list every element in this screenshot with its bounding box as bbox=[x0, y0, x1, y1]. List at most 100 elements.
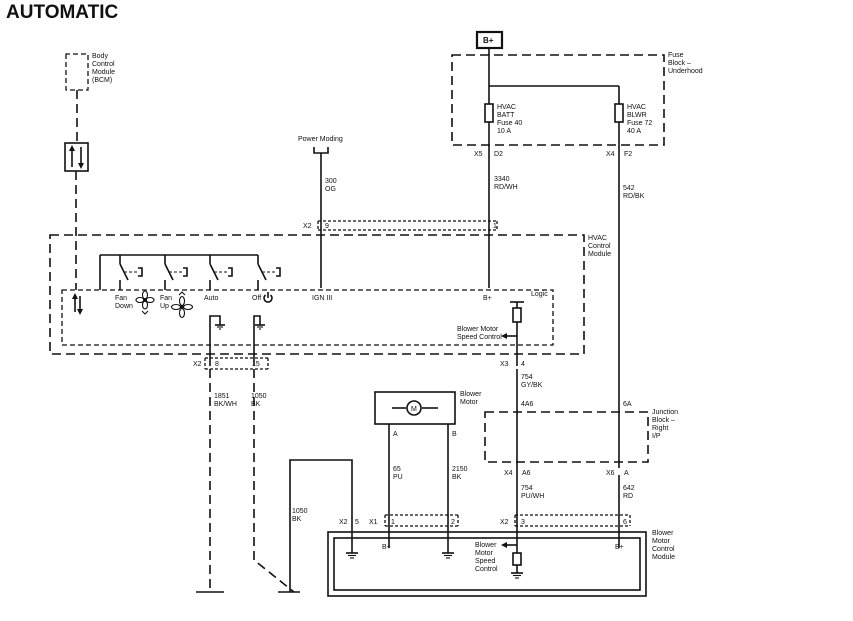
wire-2150-color: BK bbox=[452, 474, 462, 481]
wire-1050a bbox=[253, 369, 295, 593]
switch-auto bbox=[209, 263, 233, 290]
fan-up-label-1: Fan bbox=[160, 295, 172, 302]
wire-754b-num: 754 bbox=[521, 485, 533, 492]
wire-1050b-num: 1050 bbox=[292, 508, 308, 515]
x2-pin-3: 3 bbox=[521, 519, 525, 526]
jb-label-1: Junction bbox=[652, 409, 678, 416]
fan-up-label-2: Up bbox=[160, 303, 169, 310]
fuse40-label-1: HVAC bbox=[497, 104, 516, 111]
fuse-72 bbox=[614, 103, 624, 123]
pin-15: 15 bbox=[252, 361, 260, 368]
ground-symbol-2 bbox=[253, 315, 265, 330]
x1-pin-1: 1 bbox=[391, 519, 395, 526]
wire-1050b bbox=[289, 459, 353, 592]
conn-x2-top: X2 bbox=[303, 223, 312, 230]
pin-4: 4 bbox=[521, 361, 525, 368]
conn-x2-bmcm-left: X2 bbox=[339, 519, 348, 526]
pin-9: 9 bbox=[325, 223, 329, 230]
wire-65-color: PU bbox=[393, 474, 403, 481]
fuse-block-underhood: Fuse Block – Underhood HVAC BATT Fuse 40… bbox=[451, 52, 703, 146]
hvac-label-3: Module bbox=[588, 251, 611, 258]
wire-754a-color: GY/BK bbox=[521, 382, 543, 389]
fuse40-label-2: BATT bbox=[497, 112, 515, 119]
pin-8: 8 bbox=[215, 361, 219, 368]
wire-300-color: OG bbox=[325, 186, 336, 193]
fuse40-label-4: 10 A bbox=[497, 128, 511, 135]
switch-fan-down bbox=[119, 263, 143, 290]
bmcm-label-1: Blower bbox=[652, 530, 674, 537]
fan-down-label-1: Fan bbox=[115, 295, 127, 302]
wire-300-num: 300 bbox=[325, 178, 337, 185]
junction-block-right-ip: Junction Block – Right I/P bbox=[484, 409, 678, 463]
pin-f2: F2 bbox=[624, 151, 632, 158]
fuse72-label-1: HVAC bbox=[627, 104, 646, 111]
fuse72-label-3: Fuse 72 bbox=[627, 120, 652, 127]
fuse-block-label-2: Block – bbox=[668, 60, 691, 67]
conn-x6: X6 bbox=[606, 470, 615, 477]
switch-off bbox=[257, 263, 281, 290]
hvac-speed-control-circuit: Blower Motor Speed Control bbox=[457, 301, 524, 366]
conn-x4-fuse: X4 bbox=[606, 151, 615, 158]
jb-label-4: I/P bbox=[652, 433, 661, 440]
fan-up-icon bbox=[170, 291, 194, 319]
wire-1050b-color: BK bbox=[292, 516, 302, 523]
power-moding: Power Moding 300 OG bbox=[298, 136, 343, 288]
blower-motor-label-2: Motor bbox=[460, 399, 479, 406]
wire-2150-num: 2150 bbox=[452, 466, 468, 473]
ign-label: IGN III bbox=[312, 295, 332, 302]
b-plus-source: B+ bbox=[475, 30, 504, 66]
bmsc-bmcm-label-1: Blower bbox=[475, 542, 497, 549]
jb-pin-4a6: 4A6 bbox=[521, 401, 534, 408]
wire-542-num: 542 bbox=[623, 185, 635, 192]
bmcm-ground-2 bbox=[442, 548, 454, 559]
serial-data-arrows-icon bbox=[64, 142, 89, 172]
switch-fan-up bbox=[164, 263, 188, 290]
pin-d2: D2 bbox=[494, 151, 503, 158]
bmsc-bmcm-label-4: Control bbox=[475, 566, 498, 573]
jb-pin-6a: 6A bbox=[623, 401, 632, 408]
wire-65-num: 65 bbox=[393, 466, 401, 473]
motor-pin-a: A bbox=[393, 431, 398, 438]
fuse-block-label-3: Underhood bbox=[668, 68, 703, 75]
bcm-label-4: (BCM) bbox=[92, 77, 112, 84]
fuse-block-label-1: Fuse bbox=[668, 52, 684, 59]
bcm-label-3: Module bbox=[92, 69, 115, 76]
b-plus-source-label: B+ bbox=[483, 36, 494, 45]
bmcm-b-plus-right: B+ bbox=[615, 544, 624, 551]
wire-1851-num: 1851 bbox=[214, 393, 230, 400]
bmsc-hvac-label-2: Speed Control bbox=[457, 334, 502, 341]
bmcm-b-plus-left: B+ bbox=[382, 544, 391, 551]
pin-a: A bbox=[624, 470, 629, 477]
wire-754b-color: PU/WH bbox=[521, 493, 544, 500]
hvac-label-1: HVAC bbox=[588, 235, 607, 242]
power-moding-label: Power Moding bbox=[298, 136, 343, 143]
bmcm-speed-control-circuit bbox=[501, 542, 523, 579]
bmsc-bmcm-label-3: Speed bbox=[475, 558, 495, 565]
bmcm-label-3: Control bbox=[652, 546, 675, 553]
pin-a6: A6 bbox=[522, 470, 531, 477]
wire-3340-num: 3340 bbox=[494, 176, 510, 183]
fan-down-icon bbox=[135, 290, 155, 315]
pin-1: 1 bbox=[493, 223, 497, 230]
fuse72-label-2: BLWR bbox=[627, 112, 647, 119]
bcm-label-2: Control bbox=[92, 61, 115, 68]
bmcm-label-2: Motor bbox=[652, 538, 671, 545]
switch-array bbox=[99, 254, 281, 290]
logic-label: Logic bbox=[531, 291, 548, 298]
body-control-module: Body Control Module (BCM) bbox=[65, 53, 115, 143]
hvac-label-2: Control bbox=[588, 243, 611, 250]
motor-pin-b: B bbox=[452, 431, 457, 438]
blower-motor: M Blower Motor A B bbox=[374, 391, 482, 548]
diagram-title: AUTOMATIC bbox=[6, 2, 119, 23]
jb-label-3: Right bbox=[652, 425, 668, 432]
bmcm-ground-1 bbox=[346, 548, 358, 559]
wire-642-color: RD bbox=[623, 493, 633, 500]
blower-motor-label-1: Blower bbox=[460, 391, 482, 398]
conn-x4-jb: X4 bbox=[504, 470, 513, 477]
logic-section: Logic bbox=[61, 289, 554, 346]
fuse-40 bbox=[484, 103, 494, 123]
jb-label-2: Block – bbox=[652, 417, 675, 424]
bmsc-bmcm-label-2: Motor bbox=[475, 550, 494, 557]
fuse40-label-3: Fuse 40 bbox=[497, 120, 522, 127]
